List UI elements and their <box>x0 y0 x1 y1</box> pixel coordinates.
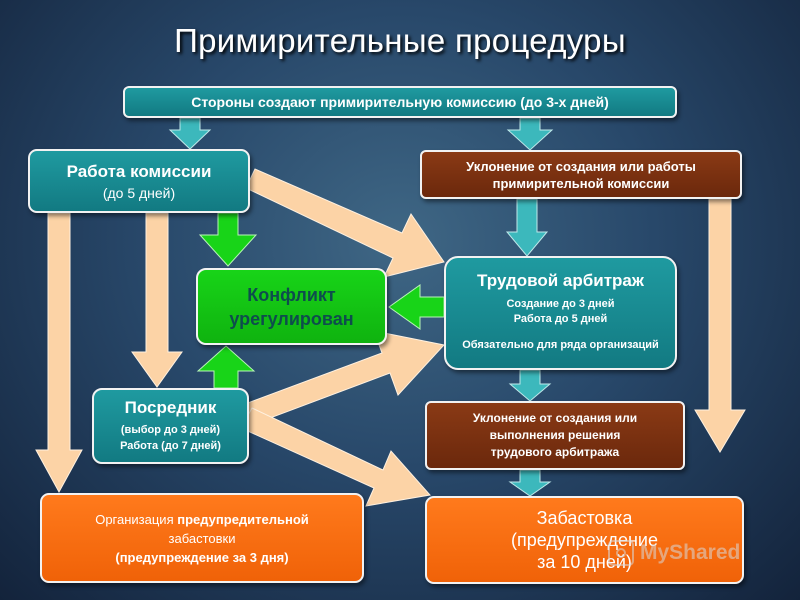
evade-commission-box: Уклонение от создания или работы примири… <box>420 150 742 199</box>
mediator-title: Посредник <box>124 398 217 417</box>
strike-line1: Забастовка <box>536 508 633 528</box>
arrow-mediator-to-conflict <box>196 345 256 389</box>
watermark-text: MyShared <box>640 541 741 564</box>
arrow-commission-to-warning <box>35 212 83 494</box>
conflict-resolved-line2: урегулирован <box>229 308 354 329</box>
strike-line2: (предупреждение <box>511 530 658 550</box>
evade-arbitration-line2: выполнения решения <box>489 428 621 442</box>
watermark: MyShared <box>608 540 740 566</box>
arrow-commission-to-conflict <box>198 212 258 267</box>
labor-arbitration-mandatory: Обязательно для ряда организаций <box>462 339 659 351</box>
labor-arbitration-title: Трудовой арбитраж <box>477 271 644 290</box>
arrow-top-to-commission <box>168 117 212 150</box>
evade-arbitration-box: Уклонение от создания или выполнения реш… <box>425 401 685 470</box>
arrow-evade-to-strike <box>694 198 746 453</box>
warning-strike-line2: забастовки <box>168 530 236 546</box>
evade-commission-line1: Уклонение от создания или работы <box>466 158 696 174</box>
mediator-work: Работа (до 7 дней) <box>120 440 221 452</box>
arrow-evade2-to-strike <box>508 469 552 497</box>
labor-arbitration-creation: Создание до 3 дней <box>506 298 615 310</box>
page-title: Примирительные процедуры <box>174 22 626 59</box>
evade-arbitration-line1: Уклонение от создания или <box>472 411 638 425</box>
evade-arbitration-line3: трудового арбитража <box>490 445 620 459</box>
labor-arbitration-box: Трудовой арбитраж Создание до 3 дней Раб… <box>444 256 677 370</box>
conflict-resolved-box: Конфликт урегулирован <box>196 268 387 345</box>
arrow-commission-to-arbitration <box>245 168 445 278</box>
arrow-evade-to-arbitration <box>505 198 549 257</box>
warning-strike-line1: Организация предупредительной <box>95 510 309 529</box>
arrow-arbitration-to-evade2 <box>508 369 552 402</box>
parties-create-commission-box: Стороны создают примирительную комиссию … <box>123 86 677 118</box>
labor-arbitration-work: Работа до 5 дней <box>513 313 608 325</box>
warning-strike-line1-bold: предупредительной <box>177 511 309 527</box>
warning-strike-line3: (предупреждение за 3 дня) <box>115 549 289 565</box>
mediator-selection: (выбор до 3 дней) <box>120 424 221 436</box>
conflict-resolved-line1: Конфликт <box>247 284 336 305</box>
arrow-commission-to-mediator <box>131 212 183 388</box>
commission-work-subtitle: (до 5 дней) <box>102 184 176 201</box>
arrow-mediator-to-arbitration <box>244 330 445 425</box>
parties-create-commission-text: Стороны создают примирительную комиссию … <box>191 94 609 110</box>
arrow-arbitration-to-conflict <box>388 284 445 330</box>
commission-work-title: Работа комиссии <box>66 161 212 181</box>
myshared-logo-icon <box>608 540 634 566</box>
strike-box: Забастовка (предупреждение за 10 дней) <box>425 496 744 584</box>
arrow-mediator-to-strike <box>240 407 431 507</box>
warning-strike-line1-normal: Организация <box>95 511 178 527</box>
mediator-box: Посредник (выбор до 3 дней) Работа (до 7… <box>92 388 249 464</box>
evade-commission-line2: примирительной комиссии <box>492 175 670 191</box>
warning-strike-box: Организация предупредительной забастовки… <box>40 493 364 583</box>
commission-work-box: Работа комиссии (до 5 дней) <box>28 149 250 213</box>
arrow-top-to-evade <box>506 117 554 151</box>
